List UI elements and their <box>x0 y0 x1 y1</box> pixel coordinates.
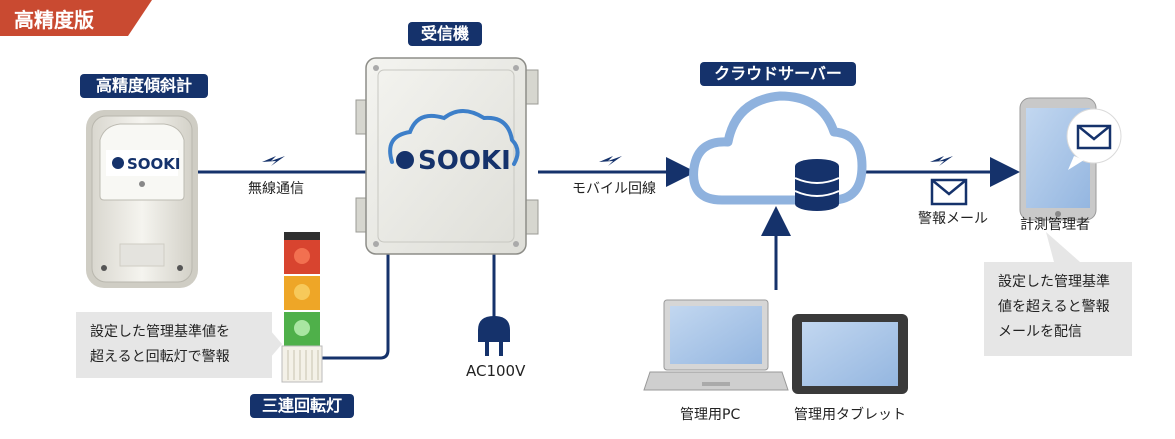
lamp-note-text: 設定した管理基準値を 超えると回転灯で警報 <box>90 324 230 365</box>
pc-label: 管理用PC <box>680 407 741 423</box>
alert-mail-label: 警報メール <box>918 211 988 227</box>
inclinometer-device: SOOKI <box>86 110 198 288</box>
wireless-label: 無線通信 <box>248 181 304 197</box>
receiver-title: 受信機 <box>408 22 482 46</box>
tablet <box>792 314 908 394</box>
wave-icon <box>262 156 953 166</box>
signal-lamp <box>281 232 323 383</box>
envelope-icon <box>930 178 968 206</box>
svg-text:SOOKI: SOOKI <box>418 146 511 176</box>
plug-icon <box>478 316 510 356</box>
mail-note: 設定した管理基準 値を超えると警報 メールを配信 <box>984 262 1132 356</box>
banner-background <box>0 0 152 36</box>
svg-text:SOOKI: SOOKI <box>127 155 181 173</box>
banner-title: 高精度版 <box>14 8 94 32</box>
cloud-title: クラウドサーバー <box>700 62 856 86</box>
laptop <box>643 299 789 391</box>
receiver-box: SOOKI <box>355 57 539 255</box>
mail-note-text: 設定した管理基準 値を超えると警報 メールを配信 <box>998 274 1110 340</box>
smartphone <box>1019 97 1122 221</box>
manager-label: 計測管理者 <box>1020 217 1090 233</box>
connection-lines <box>198 157 1020 360</box>
sensor-title: 高精度傾斜計 <box>80 74 208 98</box>
database-icon <box>794 159 840 211</box>
mobile-label: モバイル回線 <box>572 181 656 197</box>
lamp-note: 設定した管理基準値を 超えると回転灯で警報 <box>76 312 272 378</box>
callout-pointer <box>1046 232 1080 262</box>
power-label: AC100V <box>466 362 526 380</box>
lamp-title: 三連回転灯 <box>250 394 354 418</box>
tablet-label: 管理用タブレット <box>794 407 906 423</box>
callout-pointer <box>270 330 282 358</box>
